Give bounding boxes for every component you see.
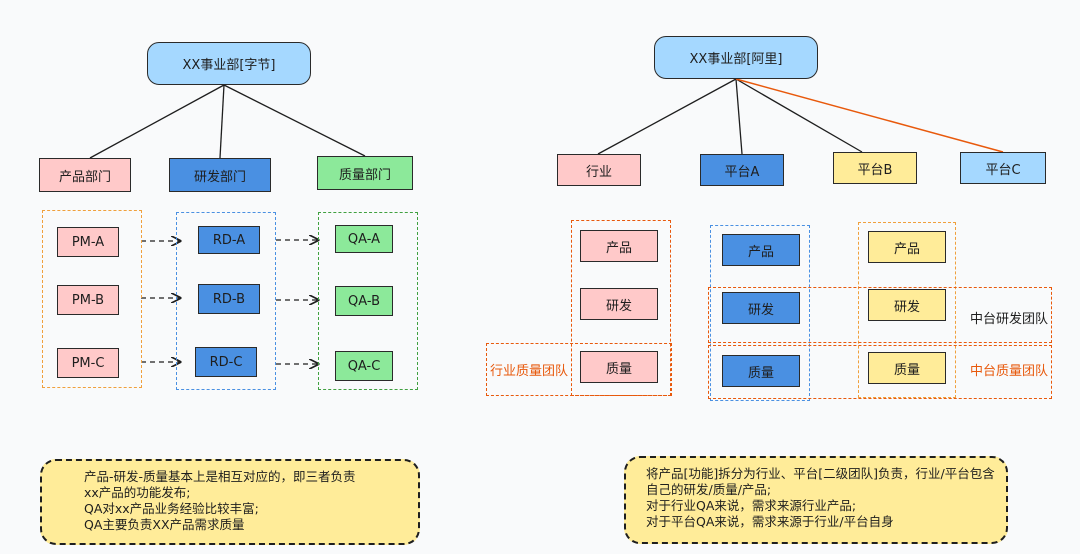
dept-rd: 研发部门 xyxy=(169,158,271,192)
industry-qa-team-box xyxy=(486,343,672,396)
platform-a-qa-node: 质量 xyxy=(722,355,800,387)
mid-qa-team-box xyxy=(708,345,1052,399)
mid-rd-team-box xyxy=(708,287,1052,343)
platform-a-rd-node: 研发 xyxy=(722,292,800,324)
col-platform-b: 平台B xyxy=(833,152,917,184)
right-note-line-1: 将产品[功能]拆分为行业、平台[二级团队]负责，行业/平台包含 xyxy=(646,466,995,481)
qa-c-node: QA-C xyxy=(335,351,393,381)
industry-rd-node: 研发 xyxy=(580,288,658,320)
pm-group-box xyxy=(42,210,142,388)
platform-b-group-box xyxy=(858,222,956,398)
platform-b-product-node: 产品 xyxy=(868,231,946,263)
left-root-node: XX事业部[字节] xyxy=(147,42,311,85)
platform-a-group-box xyxy=(710,225,810,401)
left-note-line-1: 产品-研发-质量基本上是相互对应的，即三者负责 xyxy=(84,469,356,484)
industry-product-node: 产品 xyxy=(580,230,658,262)
left-note-line-4: QA主要负责XX产品需求质量 xyxy=(84,517,245,532)
dept-product: 产品部门 xyxy=(39,158,131,192)
edge-root2-platformA xyxy=(735,78,743,155)
rd-a-node: RD-A xyxy=(198,226,260,254)
qa-a-node: QA-A xyxy=(335,225,393,253)
right-root-node: XX事业部[阿里] xyxy=(654,36,818,79)
mid-qa-team-label: 中台质量团队 xyxy=(970,364,1049,379)
left-note-line-2: xx产品的功能发布; xyxy=(84,485,191,500)
edge-root2-industry xyxy=(597,78,737,155)
industry-qa-node: 质量 xyxy=(580,351,658,383)
col-platform-a: 平台A xyxy=(700,154,784,186)
pm-c-node: PM-C xyxy=(57,348,119,378)
right-note-line-3: 对于行业QA来说，需求来源行业产品; xyxy=(646,498,857,513)
edge-root2-platformB xyxy=(735,78,863,153)
qa-b-node: QA-B xyxy=(335,286,393,316)
right-note-line-4: 对于平台QA来说，需求来源于行业/平台自身 xyxy=(646,514,894,529)
platform-b-qa-node: 质量 xyxy=(868,352,946,384)
right-note: 将产品[功能]拆分为行业、平台[二级团队]负责，行业/平台包含 自己的研发/质量… xyxy=(624,456,1008,544)
rd-group-box xyxy=(176,212,276,390)
industry-qa-team-label: 行业质量团队 xyxy=(490,364,569,379)
col-platform-c: 平台C xyxy=(960,152,1046,184)
edge-root-qa xyxy=(223,84,366,157)
rd-b-node: RD-B xyxy=(198,284,260,314)
edge-root-product xyxy=(89,84,225,159)
platform-a-product-node: 产品 xyxy=(722,234,800,266)
edge-root2-platformC xyxy=(735,78,1004,153)
left-note: 产品-研发-质量基本上是相互对应的，即三者负责 xx产品的功能发布; QA对xx… xyxy=(40,459,420,545)
pm-a-node: PM-A xyxy=(57,227,119,257)
dept-qa: 质量部门 xyxy=(317,156,413,190)
qa-group-box xyxy=(318,212,418,390)
platform-b-rd-node: 研发 xyxy=(868,289,946,321)
pm-b-node: PM-B xyxy=(57,285,119,315)
left-note-line-3: QA对xx产品业务经验比较丰富; xyxy=(84,501,259,516)
col-industry: 行业 xyxy=(557,154,641,186)
right-note-line-2: 自己的研发/质量/产品; xyxy=(646,482,772,497)
edge-root-rd xyxy=(219,84,225,159)
rd-c-node: RD-C xyxy=(195,347,257,377)
mid-rd-team-label: 中台研发团队 xyxy=(970,312,1049,327)
